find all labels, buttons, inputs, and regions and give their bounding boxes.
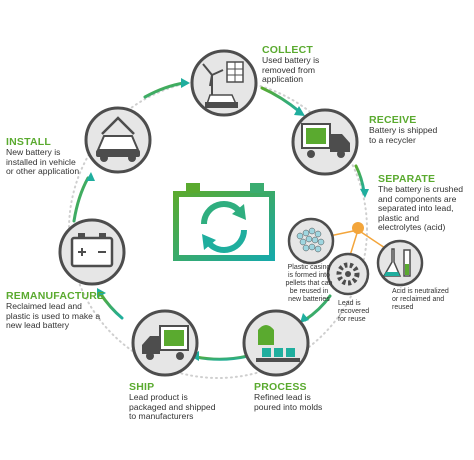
stage-process: PROCESS Refined lead is poured into mold… [254, 381, 374, 412]
remanufacture-icon [58, 218, 126, 286]
ship-desc-line: packaged and shipped [129, 401, 216, 412]
plastic-caption-line: Plastic casing [287, 264, 331, 271]
process-icon [242, 309, 310, 377]
lead-caption-line: for reuse [338, 316, 366, 323]
plastic-caption: Plastic casing is formed into pellets th… [272, 264, 346, 304]
lead-caption-line: Lead is [338, 300, 361, 307]
acid-caption-line: Acid is neutralized [392, 288, 449, 295]
arrow-receive-separate [354, 164, 366, 194]
plastic-caption-line: be reused in [289, 288, 329, 295]
stage-desc-ship: Lead product is packaged and shipped to … [129, 392, 249, 422]
arrow-remanufacture-install [72, 176, 90, 223]
stage-title-remanufacture: REMANUFACTURE [6, 290, 105, 302]
lead-gear-icon [326, 252, 370, 296]
receive-desc-line: Battery is shipped [369, 125, 438, 135]
collect-desc-line: removed from [262, 64, 316, 75]
collect-icon [190, 49, 258, 117]
arrow-ship-remanufacture [98, 291, 124, 320]
install-desc-line: New battery is [6, 147, 61, 157]
stage-title-collect: COLLECT [262, 44, 313, 56]
arrow-collect-receive [260, 86, 302, 114]
collect-desc-line: Used battery is [262, 55, 320, 65]
acid-flask-icon [376, 239, 424, 287]
process-desc-line: Refined lead is [254, 392, 311, 402]
plastic-pellets-icon [287, 217, 335, 265]
install-desc-line: or other application [6, 166, 80, 177]
remanufacture-desc-line: plastic is used to make a [6, 310, 101, 321]
process-desc-line: poured into molds [254, 401, 323, 412]
stage-install: INSTALL New battery is installed in vehi… [6, 136, 106, 177]
stage-title-process: PROCESS [254, 381, 307, 393]
stage-title-ship: SHIP [129, 381, 155, 393]
ship-icon [131, 309, 199, 377]
stage-ship: SHIP Lead product is packaged and shippe… [129, 381, 249, 422]
receive-icon [291, 108, 359, 176]
ship-desc-line: to manufacturers [129, 411, 194, 422]
install-icon [84, 106, 152, 174]
stage-desc-remanufacture: Reclaimed lead and plastic is used to ma… [6, 301, 126, 331]
collect-desc-line: application [262, 74, 304, 85]
stage-remanufacture: REMANUFACTURE Reclaimed lead and plastic… [6, 290, 126, 331]
stage-desc-receive: Battery is shipped to a recycler [369, 125, 469, 145]
arrow-install-collect [143, 81, 186, 99]
separate-node [352, 222, 364, 234]
separate-desc-line: plastic and [378, 212, 420, 223]
remanufacture-desc-line: Reclaimed lead and [6, 301, 82, 311]
acid-caption-line: or reclaimed and [392, 296, 445, 303]
plastic-caption-line: is formed into [287, 272, 331, 279]
ship-desc-line: Lead product is [129, 392, 188, 402]
plastic-caption-line: new batteries [288, 296, 330, 303]
separate-desc-line: and components are [378, 193, 457, 204]
battery-recycle-icon [173, 183, 275, 261]
stage-separate: SEPARATE The battery is crushed and comp… [378, 173, 474, 233]
lead-caption-line: recovered [338, 308, 370, 315]
plastic-caption-line: pellets that can [285, 280, 333, 287]
separate-desc-line: separated into lead, [378, 203, 454, 214]
stage-title-separate: SEPARATE [378, 173, 436, 185]
stage-receive: RECEIVE Battery is shipped to a recycler [369, 114, 469, 145]
stage-title-receive: RECEIVE [369, 114, 417, 126]
lead-caption: Lead is recovered for reuse [338, 300, 384, 324]
separate-desc-line: electrolytes (acid) [378, 222, 446, 233]
stage-collect: COLLECT Used battery is removed from app… [262, 44, 382, 85]
stage-desc-install: New battery is installed in vehicle or o… [6, 147, 106, 177]
arrow-process-ship [194, 354, 250, 361]
separate-desc-line: The battery is crushed [378, 184, 464, 194]
remanufacture-desc-line: new lead battery [6, 320, 70, 331]
stage-title-install: INSTALL [6, 136, 51, 148]
stage-desc-process: Refined lead is poured into molds [254, 392, 374, 412]
receive-desc-line: to a recycler [369, 134, 416, 145]
install-desc-line: installed in vehicle [6, 156, 76, 167]
acid-caption: Acid is neutralized or reclaimed and reu… [392, 288, 472, 312]
acid-caption-line: reused [392, 304, 414, 311]
stage-desc-separate: The battery is crushed and components ar… [378, 184, 474, 233]
stage-desc-collect: Used battery is removed from application [262, 55, 382, 85]
separate-branches [319, 222, 389, 263]
